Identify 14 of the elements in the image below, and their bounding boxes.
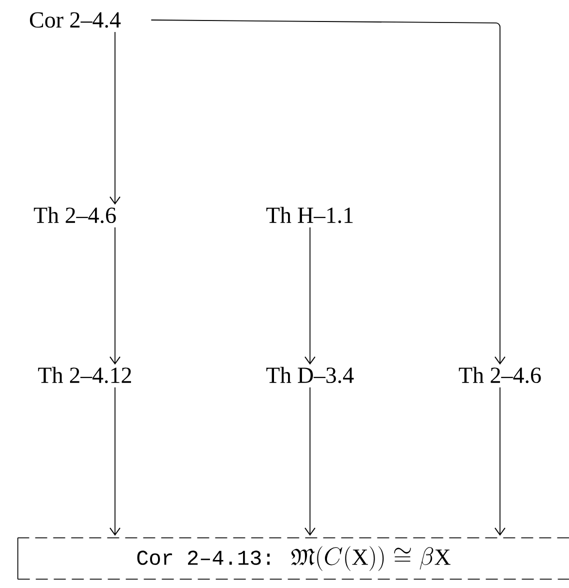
arrow (150, 20, 506, 365)
arrow (304, 386, 316, 536)
theorem-label: Th 2–4.6 (458, 366, 541, 384)
theorem-label: Cor 2–4.4 (30, 12, 121, 28)
theorem-label: Th 2–4.12 (38, 366, 132, 384)
arrow (110, 226, 120, 365)
arrow (110, 386, 120, 536)
arrow (110, 32, 120, 205)
arrow (494, 386, 506, 536)
theorem-label: Th H–1.1 (266, 206, 353, 224)
arrow (304, 226, 316, 365)
result-box: Cor 2–4.13: $\mathfrak{M}(C(\mathrm{X})) \cong \beta\mathrm{X}$ (17, 537, 569, 580)
theorem-label: Th 2–4.6 (34, 206, 116, 224)
theorem-label: Th D–3.4 (266, 366, 354, 384)
